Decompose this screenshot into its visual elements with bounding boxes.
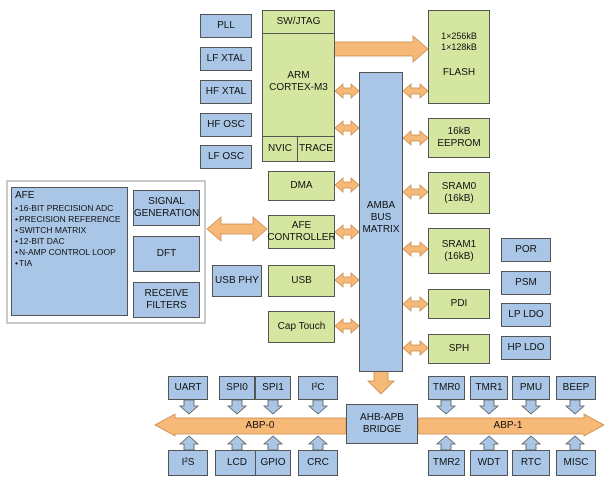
cap-touch-block: Cap Touch <box>268 311 335 343</box>
usb-phy-block: USB PHY <box>212 265 262 297</box>
uart-block: UART <box>168 376 208 400</box>
hp-ldo-block: HP LDO <box>501 336 551 360</box>
por-block: POR <box>501 238 551 262</box>
conn-i2s <box>178 435 200 451</box>
spi1-block: SPI1 <box>255 376 291 400</box>
flash-label: FLASH <box>442 67 476 78</box>
sram0-block: SRAM0 (16kB) <box>428 172 490 214</box>
crc-block: CRC <box>298 450 338 476</box>
afe-feature: N-AMP CONTROL LOOP <box>15 247 133 258</box>
lcd-block: LCD <box>215 450 259 476</box>
trace-label: TRACE <box>297 136 335 162</box>
psm-block: PSM <box>501 271 551 295</box>
i2c-block: I²C <box>298 376 338 400</box>
conn-spi1 <box>262 399 284 415</box>
lf-osc-block: LF OSC <box>200 145 252 169</box>
amba-bus-matrix <box>359 72 403 372</box>
conn-misc <box>564 435 586 451</box>
afe-feature: 16-BIT PRECISION ADC <box>15 203 133 214</box>
afe-feature-list: 16-BIT PRECISION ADC PRECISION REFERENCE… <box>15 203 133 269</box>
afe-feature: SWITCH MATRIX <box>15 225 133 236</box>
arrow-cpu-bus-1 <box>334 83 360 99</box>
conn-gpio <box>262 435 284 451</box>
eeprom-block: 16kB EEPROM <box>428 118 490 158</box>
apb0-label: ABP-0 <box>245 420 275 431</box>
conn-pmu <box>520 399 542 415</box>
flash-sizes: 1×256kB 1×128kB <box>441 31 477 52</box>
arrow-captouch-bus <box>334 318 360 334</box>
flash-block: 1×256kB 1×128kB FLASH <box>428 10 490 104</box>
arrow-usb-bus <box>334 272 360 288</box>
dft-block: DFT <box>133 236 200 272</box>
usb-block: USB <box>268 265 335 297</box>
arrow-cpu-flash <box>332 35 429 63</box>
tmr2-block: TMR2 <box>428 450 465 476</box>
gpio-block: GPIO <box>255 450 291 476</box>
conn-tmr2 <box>435 435 457 451</box>
arrow-dma-bus <box>334 177 360 193</box>
afe-controller-block: AFE CONTROLLER <box>267 215 336 249</box>
bus-matrix-label: AMBA BUS MATRIX <box>362 200 400 235</box>
arrow-cpu-bus-2 <box>334 120 360 136</box>
pll-block: PLL <box>200 14 252 38</box>
misc-block: MISC <box>556 450 596 476</box>
arrow-bus-flash <box>402 83 429 99</box>
arrow-bus-pdi <box>402 296 429 312</box>
spi0-block: SPI0 <box>219 376 255 400</box>
conn-uart <box>178 399 200 415</box>
rtc-block: RTC <box>512 450 550 476</box>
sph-block: SPH <box>428 334 490 364</box>
lf-xtal-block: LF XTAL <box>200 47 252 71</box>
arrow-bus-sram1 <box>402 241 429 257</box>
apb1-label: ABP-1 <box>493 420 523 431</box>
lp-ldo-block: LP LDO <box>501 303 551 327</box>
ahb-apb-bridge: AHB-APB BRIDGE <box>346 404 418 444</box>
i2s-block: I²S <box>168 450 208 476</box>
conn-crc <box>307 435 329 451</box>
conn-rtc <box>520 435 542 451</box>
arrow-afectrl-bus <box>334 224 360 240</box>
conn-lcd <box>226 435 248 451</box>
afe-feature: PRECISION REFERENCE <box>15 214 133 225</box>
arrow-bus-bridge <box>367 370 395 395</box>
receive-filters-block: RECEIVE FILTERS <box>133 282 200 318</box>
conn-tmr1 <box>478 399 500 415</box>
afe-title: AFE <box>15 190 35 201</box>
conn-spi0 <box>226 399 248 415</box>
arrow-bus-sph <box>402 340 429 356</box>
conn-i2c <box>307 399 329 415</box>
tmr0-block: TMR0 <box>428 376 465 400</box>
nvic-label: NVIC <box>262 136 298 162</box>
apb1-bus-arrow <box>417 413 604 437</box>
arrow-bus-eeprom <box>402 130 429 146</box>
signal-generation-block: SIGNAL GENERATION <box>133 190 200 226</box>
afe-feature: 12-BIT DAC <box>15 236 133 247</box>
pmu-block: PMU <box>512 376 550 400</box>
wdt-block: WDT <box>470 450 508 476</box>
arrow-bus-sram0 <box>402 184 429 200</box>
arrow-afe-afectrl <box>206 216 268 242</box>
pdi-block: PDI <box>428 289 490 319</box>
hf-osc-block: HF OSC <box>200 113 252 137</box>
conn-wdt <box>478 435 500 451</box>
afe-feature: TIA <box>15 258 133 269</box>
jtag-label: SW/JTAG <box>262 10 335 34</box>
conn-beep <box>564 399 586 415</box>
tmr1-block: TMR1 <box>470 376 508 400</box>
conn-tmr0 <box>435 399 457 415</box>
dma-block: DMA <box>268 171 335 201</box>
beep-block: BEEP <box>556 376 596 400</box>
cortex-m3-label: ARM CORTEX-M3 <box>269 70 328 93</box>
sram1-block: SRAM1 (16kB) <box>428 228 490 274</box>
hf-xtal-block: HF XTAL <box>200 80 252 104</box>
afe-frame <box>6 180 206 324</box>
